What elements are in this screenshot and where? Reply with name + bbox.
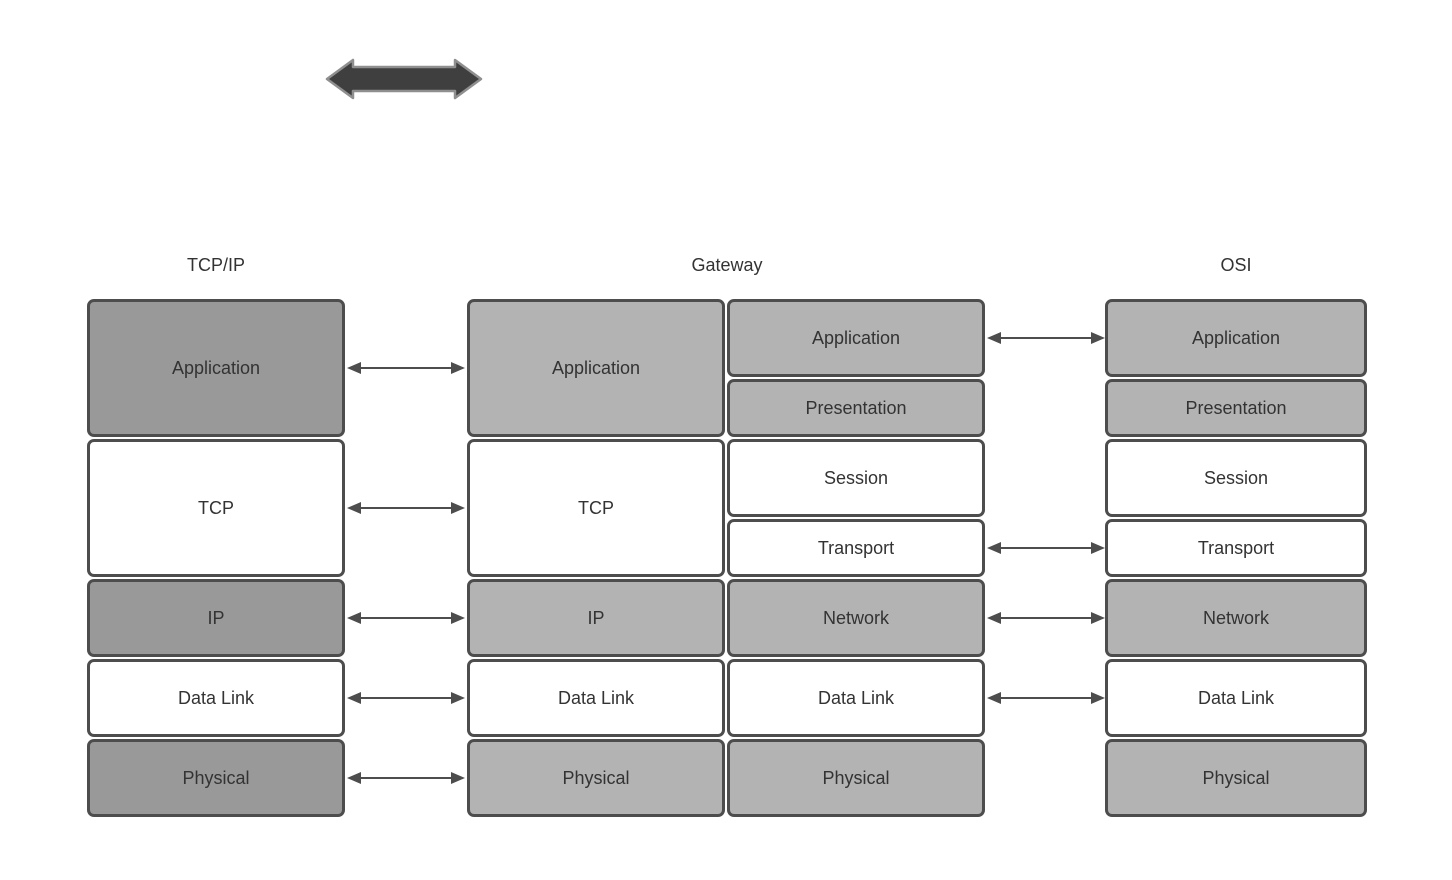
layer-label: Physical xyxy=(562,767,630,788)
gateway-left-layer-physical: Physical xyxy=(467,739,725,817)
layer-label: IP xyxy=(207,607,225,628)
osi-layer-physical: Physical xyxy=(1105,739,1367,817)
osi-layer-network: Network xyxy=(1105,579,1367,657)
arrow-tcpip-gateway-physical-icon xyxy=(347,769,465,787)
gateway-right-layer-data-link: Data Link xyxy=(727,659,985,737)
layer-label: Transport xyxy=(817,537,895,558)
gateway-right-layer-physical: Physical xyxy=(727,739,985,817)
gateway-right-layer-network: Network xyxy=(727,579,985,657)
layer-label: Presentation xyxy=(1185,397,1287,418)
layer-label: Data Link xyxy=(1197,687,1275,708)
arrow-gateway-osi-transport-icon xyxy=(987,539,1105,557)
arrow-tcpip-gateway-ip-icon xyxy=(347,609,465,627)
layer-label: Physical xyxy=(182,767,250,788)
tcpip-layer-data-link: Data Link xyxy=(87,659,345,737)
osi-layer-application: Application xyxy=(1105,299,1367,377)
osi-layer-presentation: Presentation xyxy=(1105,379,1367,437)
layer-label: TCP xyxy=(198,497,234,518)
layer-label: Network xyxy=(822,607,889,628)
gateway-left-layer-ip: IP xyxy=(467,579,725,657)
gateway-right-layer-transport: Transport xyxy=(727,519,985,577)
layer-label: Application xyxy=(1191,327,1281,348)
gateway-left-layer-application: Application xyxy=(467,299,725,437)
layer-label: Transport xyxy=(1197,537,1275,558)
layer-label: Network xyxy=(1202,607,1269,628)
layer-label: TCP xyxy=(578,497,614,518)
layer-label: Data Link xyxy=(817,687,895,708)
tcpip-layer-physical: Physical xyxy=(87,739,345,817)
column-title-osi: OSI xyxy=(1220,255,1252,275)
tcpip-layer-ip: IP xyxy=(87,579,345,657)
layer-label: Physical xyxy=(822,767,890,788)
gateway-right-layer-application: Application xyxy=(727,299,985,377)
tcpip-layer-tcp: TCP xyxy=(87,439,345,577)
layer-label: Session xyxy=(823,467,889,488)
gateway-right-layer-presentation: Presentation xyxy=(727,379,985,437)
osi-layer-transport: Transport xyxy=(1105,519,1367,577)
thick-double-arrow-icon xyxy=(325,56,483,102)
layer-label: Application xyxy=(551,357,641,378)
layer-label: Physical xyxy=(1202,767,1270,788)
osi-layer-session: Session xyxy=(1105,439,1367,517)
layer-label: Application xyxy=(171,357,261,378)
gateway-left-layer-data-link: Data Link xyxy=(467,659,725,737)
layer-label: Presentation xyxy=(805,397,907,418)
gateway-left-layer-tcp: TCP xyxy=(467,439,725,577)
layer-label: Session xyxy=(1203,467,1269,488)
column-title-tcpip: TCP/IP xyxy=(186,255,245,275)
gateway-right-layer-session: Session xyxy=(727,439,985,517)
arrow-gateway-osi-data-link-icon xyxy=(987,689,1105,707)
arrow-gateway-osi-application-icon xyxy=(987,329,1105,347)
osi-layer-data-link: Data Link xyxy=(1105,659,1367,737)
arrow-tcpip-gateway-tcp-icon xyxy=(347,499,465,517)
arrow-tcpip-gateway-data-link-icon xyxy=(347,689,465,707)
tcpip-layer-application: Application xyxy=(87,299,345,437)
arrow-tcpip-gateway-application-icon xyxy=(347,359,465,377)
arrow-gateway-osi-network-icon xyxy=(987,609,1105,627)
layer-label: IP xyxy=(587,607,605,628)
layer-label: Data Link xyxy=(177,687,255,708)
column-title-gateway: Gateway xyxy=(691,255,763,275)
layer-label: Data Link xyxy=(557,687,635,708)
layer-label: Application xyxy=(811,327,901,348)
